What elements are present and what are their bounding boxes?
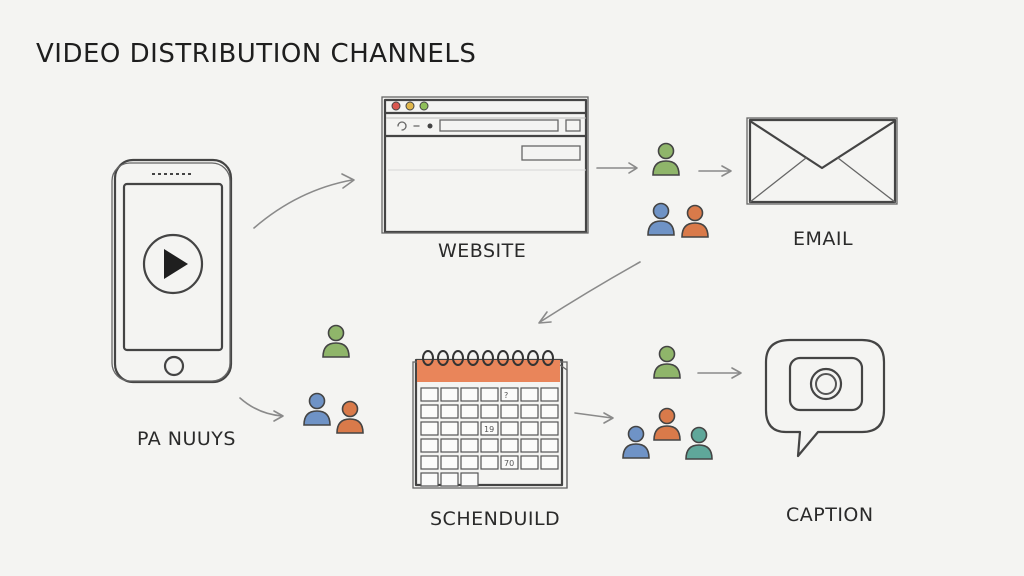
ring-icon bbox=[437, 350, 449, 366]
calendar-day-cell bbox=[420, 472, 439, 487]
calendar-day-cell bbox=[520, 387, 539, 402]
calendar-icon: ? 19 70 bbox=[412, 350, 568, 489]
person-icon bbox=[685, 426, 713, 460]
ring-icon bbox=[512, 350, 524, 366]
calendar-day-cell bbox=[440, 404, 459, 419]
person-icon bbox=[652, 142, 680, 176]
calendar-day-cell: 70 bbox=[500, 455, 519, 470]
calendar-day-number: ? bbox=[504, 391, 508, 400]
calendar-day-cell bbox=[420, 387, 439, 402]
camera-icon bbox=[788, 356, 864, 412]
calendar-day-cell bbox=[480, 438, 499, 453]
diagram-title: VIDEO DISTRIBUTION CHANNELS bbox=[36, 39, 477, 70]
person-icon bbox=[622, 425, 650, 459]
calendar-day-cell bbox=[520, 438, 539, 453]
email-label: EMAIL bbox=[793, 228, 854, 250]
person-icon bbox=[303, 392, 331, 426]
calendar-day-cell bbox=[460, 472, 479, 487]
person-icon bbox=[322, 324, 350, 358]
ring-icon bbox=[497, 350, 509, 366]
window-close-dot bbox=[391, 101, 401, 111]
calendar-day-cell bbox=[460, 438, 479, 453]
calendar-day-cell bbox=[500, 421, 519, 436]
person-icon bbox=[681, 204, 709, 238]
person-icon bbox=[653, 345, 681, 379]
schedule-label: SCHENDUILD bbox=[430, 508, 561, 530]
calendar-day-cell bbox=[440, 387, 459, 402]
calendar-day-cell bbox=[480, 387, 499, 402]
phone-icon bbox=[111, 158, 233, 384]
arrow-icon bbox=[539, 261, 641, 323]
calendar-day-cell bbox=[420, 404, 439, 419]
calendar-day-cell bbox=[480, 455, 499, 470]
mail-icon bbox=[746, 117, 898, 205]
calendar-day-cell bbox=[500, 438, 519, 453]
calendar-rings bbox=[422, 350, 554, 366]
website-label: WEBSITE bbox=[438, 240, 527, 262]
ring-icon bbox=[542, 350, 554, 366]
calendar-day-cell bbox=[520, 421, 539, 436]
calendar-day-cell bbox=[480, 404, 499, 419]
calendar-header bbox=[417, 360, 560, 382]
calendar-day-cell bbox=[420, 455, 439, 470]
calendar-day-cell: 19 bbox=[480, 421, 499, 436]
ring-icon bbox=[482, 350, 494, 366]
people-icons bbox=[303, 142, 713, 460]
calendar-day-cell bbox=[540, 455, 559, 470]
calendar-day-cell bbox=[540, 404, 559, 419]
ring-icon bbox=[527, 350, 539, 366]
window-maximize-dot bbox=[419, 101, 429, 111]
phone-label: PA NUUYS bbox=[137, 428, 236, 450]
play-icon bbox=[142, 233, 204, 295]
calendar-day-cell bbox=[460, 455, 479, 470]
calendar-day-cell bbox=[460, 387, 479, 402]
window-minimize-dot bbox=[405, 101, 415, 111]
calendar-day-cell bbox=[440, 472, 459, 487]
calendar-day-cell bbox=[440, 438, 459, 453]
ring-icon bbox=[422, 350, 434, 366]
person-icon bbox=[653, 407, 681, 441]
calendar-grid: ? 19 70 bbox=[420, 387, 559, 487]
person-icon bbox=[647, 202, 675, 236]
browser-icon bbox=[381, 96, 589, 234]
calendar-day-cell bbox=[520, 404, 539, 419]
calendar-day-cell bbox=[460, 421, 479, 436]
calendar-day-number: 19 bbox=[484, 425, 494, 434]
calendar-day-number: 70 bbox=[504, 459, 514, 468]
calendar-day-cell bbox=[420, 421, 439, 436]
arrows bbox=[239, 162, 742, 424]
calendar-day-cell bbox=[440, 421, 459, 436]
ring-icon bbox=[452, 350, 464, 366]
speech-bubble-icon bbox=[764, 338, 886, 458]
ring-icon bbox=[467, 350, 479, 366]
calendar-day-cell bbox=[540, 421, 559, 436]
arrow-icon bbox=[239, 397, 283, 417]
calendar-day-cell bbox=[420, 438, 439, 453]
caption-label: CAPTION bbox=[786, 504, 874, 526]
arrow-icon bbox=[253, 179, 353, 229]
calendar-day-cell bbox=[440, 455, 459, 470]
calendar-day-cell bbox=[460, 404, 479, 419]
calendar-day-cell bbox=[540, 438, 559, 453]
arrow-icon bbox=[574, 412, 613, 419]
person-icon bbox=[336, 400, 364, 434]
calendar-day-cell: ? bbox=[500, 387, 519, 402]
calendar-day-cell bbox=[500, 404, 519, 419]
calendar-day-cell bbox=[520, 455, 539, 470]
calendar-day-cell bbox=[540, 387, 559, 402]
